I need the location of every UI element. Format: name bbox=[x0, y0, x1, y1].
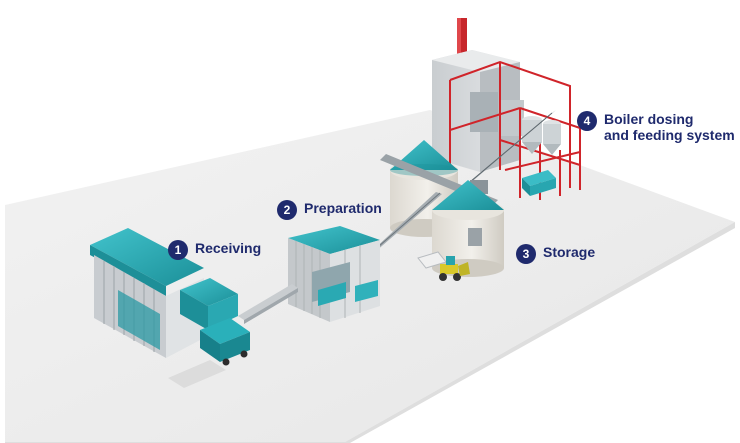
stage-name-line: Receiving bbox=[195, 240, 262, 256]
receiving-building bbox=[90, 228, 250, 366]
stage-preparation-label: 2 Preparation bbox=[277, 200, 382, 220]
stage-name-line: Storage bbox=[543, 244, 596, 260]
stage-name-line: and feeding system bbox=[604, 127, 735, 143]
stage-number-badge: 3 bbox=[516, 244, 536, 264]
stage-number-badge: 4 bbox=[577, 111, 597, 131]
boiler-building bbox=[432, 18, 581, 200]
stage-number-badge: 2 bbox=[277, 200, 297, 220]
stage-boiler-label: 4 Boiler dosing and feeding system bbox=[577, 111, 735, 143]
stage-name: Storage bbox=[543, 244, 595, 260]
stage-number-badge: 1 bbox=[168, 240, 188, 260]
wheel-loader bbox=[417, 251, 470, 281]
stage-receiving-label: 1 Receiving bbox=[168, 240, 261, 260]
stage-name-line: Preparation bbox=[304, 200, 382, 216]
stage-name-line: Boiler dosing bbox=[604, 111, 694, 127]
stage-name: Preparation bbox=[304, 200, 382, 216]
stage-name: Receiving bbox=[195, 240, 261, 256]
boiler-feed-conveyor bbox=[455, 110, 556, 195]
stage-storage-label: 3 Storage bbox=[516, 244, 595, 264]
preparation-building bbox=[288, 226, 380, 322]
preparation-feed-conveyor bbox=[238, 284, 298, 324]
stage-name: Boiler dosing and feeding system bbox=[604, 111, 735, 143]
steel-frame bbox=[449, 60, 581, 200]
chimney bbox=[457, 18, 467, 66]
truck-ramp bbox=[168, 360, 226, 388]
